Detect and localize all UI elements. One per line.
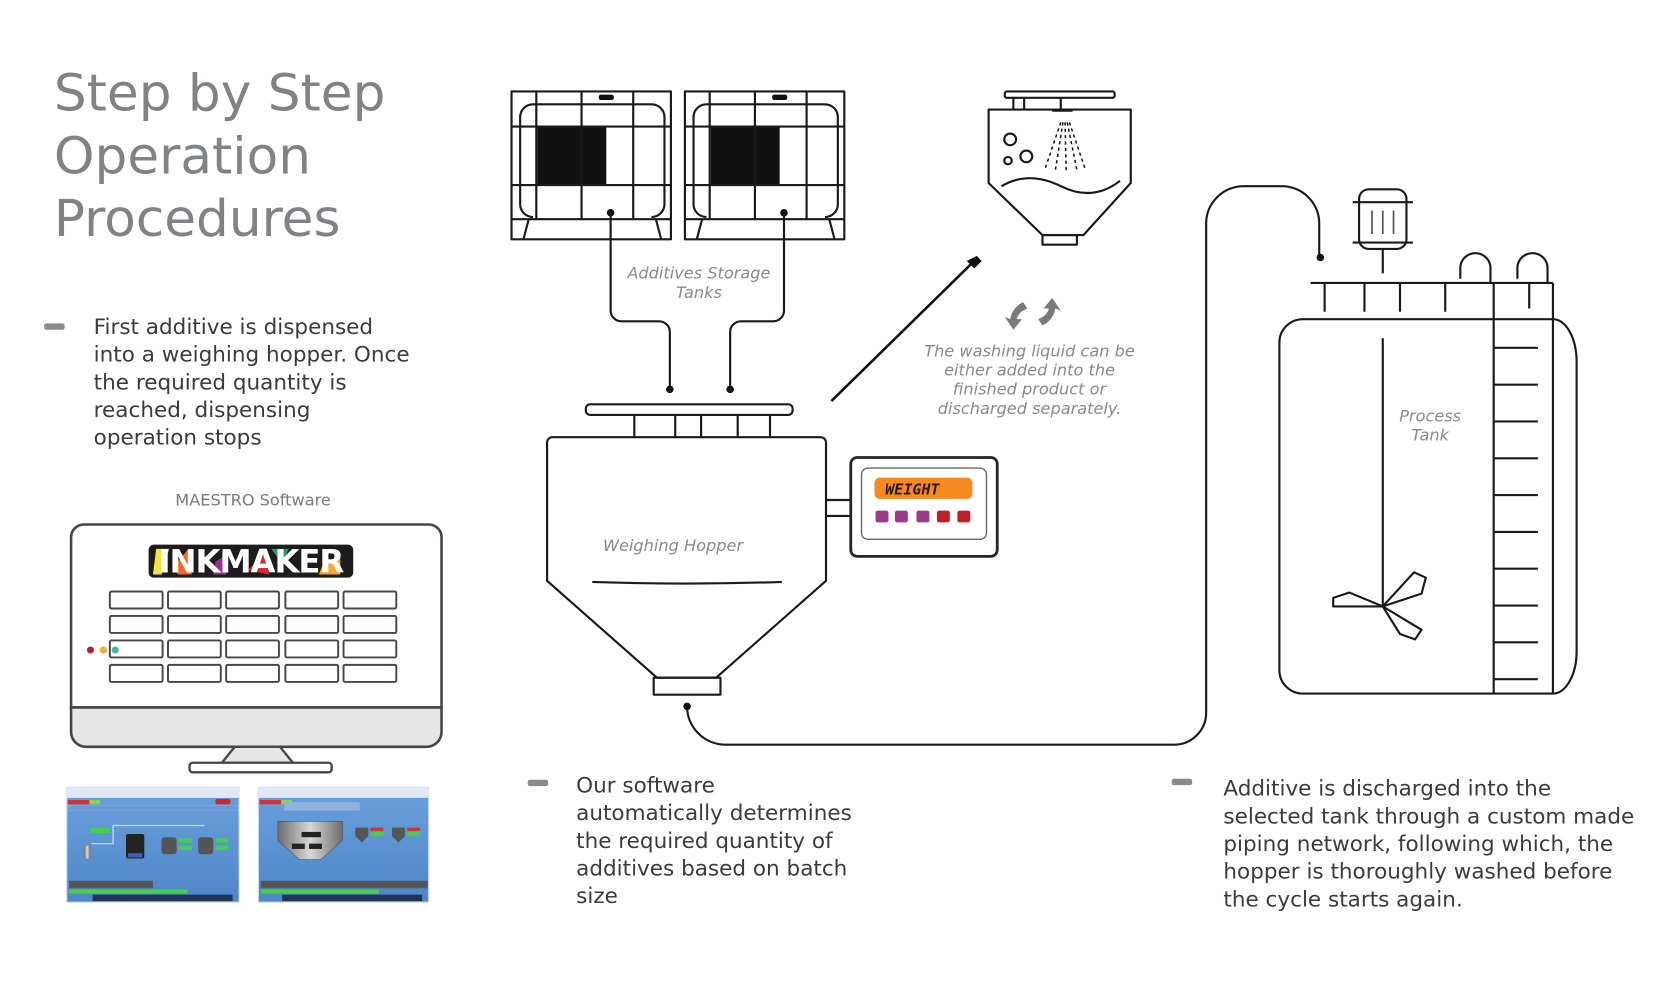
washing-note: The washing liquid can be either added i… xyxy=(924,341,1135,417)
note-line: The washing liquid can be xyxy=(924,341,1135,360)
label-line: Additives Storage xyxy=(626,264,770,283)
page-title: Step by Step Operation Procedures xyxy=(54,64,386,249)
monitor-stand xyxy=(188,761,333,774)
step-2: Our software automatically determines th… xyxy=(527,774,852,909)
process-tank-label: Process xyxy=(1399,406,1462,425)
step-2-line: automatically determines xyxy=(576,801,852,826)
label-line: Tanks xyxy=(676,283,723,302)
title-line-3: Procedures xyxy=(54,189,341,249)
weight-display xyxy=(874,477,973,499)
title-line-2: Operation xyxy=(54,127,311,187)
monitor-field xyxy=(284,663,340,683)
step-3: Additive is discharged into the selected… xyxy=(1171,777,1634,912)
recycle-arrows-icon xyxy=(1004,297,1061,330)
monitor-field xyxy=(284,590,340,610)
monitor-field xyxy=(225,663,280,683)
weight-indicator: WEIGHT xyxy=(826,456,999,558)
status-dot-red xyxy=(86,646,95,654)
scale-button[interactable] xyxy=(894,510,908,523)
title-line-1: Step by Step xyxy=(54,64,386,124)
monitor-field xyxy=(225,639,280,659)
maestro-software-monitor: MAESTRO Software INKMAKER xyxy=(69,490,443,774)
step-3-line: selected tank through a custom made xyxy=(1223,805,1634,830)
note-line: either added into the xyxy=(944,361,1115,380)
status-dot-teal xyxy=(111,646,119,654)
step-1-line: reached, dispensing xyxy=(94,398,311,423)
bullet-dash xyxy=(527,779,549,787)
storage-tanks-label: Additives Storage Tanks xyxy=(626,264,770,302)
step-3-line: piping network, following which, the xyxy=(1223,832,1613,857)
note-line: finished product or xyxy=(953,380,1108,399)
bullet-dash xyxy=(44,323,65,330)
monitor-bezel xyxy=(69,706,443,749)
status-dot-yellow xyxy=(99,646,107,654)
software-screenshot-1[interactable] xyxy=(66,786,240,903)
monitor-field xyxy=(108,663,164,683)
monitor-field xyxy=(225,590,280,610)
monitor-field xyxy=(167,590,222,610)
weighing-hopper-label: Weighing Hopper xyxy=(603,536,744,555)
status-dots xyxy=(86,646,119,654)
monitor-field xyxy=(167,639,222,659)
discharge-pipe xyxy=(683,185,1325,746)
scale-button[interactable] xyxy=(875,510,889,523)
note-line: discharged separately. xyxy=(938,399,1122,418)
monitor-field xyxy=(342,663,398,683)
monitor-field xyxy=(342,639,398,659)
monitor-field xyxy=(284,639,340,659)
level-rungs xyxy=(1493,346,1538,681)
inkmaker-logo: INKMAKER xyxy=(148,543,354,581)
step-2-line: Our software xyxy=(576,774,715,799)
monitor-field-grid xyxy=(108,590,398,683)
monitor-field xyxy=(167,615,222,634)
feed-pipes xyxy=(609,212,786,394)
step-2-line: additives based on batch xyxy=(576,857,847,882)
step-1: First additive is dispensed into a weigh… xyxy=(44,315,410,451)
process-tank: Process Tank xyxy=(1278,188,1578,695)
storage-tank-2 xyxy=(683,90,846,241)
washing-hopper xyxy=(987,90,1132,246)
monitor-field xyxy=(108,639,164,659)
monitor-field xyxy=(167,663,222,683)
step-3-line: the cycle starts again. xyxy=(1223,887,1462,912)
step-3-line: Additive is discharged into the xyxy=(1223,777,1551,802)
weight-display-text: WEIGHT xyxy=(885,481,940,499)
diagonal-arrow-icon xyxy=(830,260,975,402)
weighing-hopper: Weighing Hopper xyxy=(546,403,828,696)
monitor-field xyxy=(342,615,398,634)
logo-text: INKMAKER xyxy=(159,543,345,581)
software-caption: MAESTRO Software xyxy=(175,490,331,509)
step-2-line: the required quantity of xyxy=(576,829,833,854)
monitor-field xyxy=(225,615,280,634)
step-2-line: size xyxy=(576,884,618,909)
monitor-field xyxy=(284,615,340,634)
process-tank-label: Tank xyxy=(1411,426,1449,445)
bullet-dash xyxy=(1171,778,1193,786)
step-1-line: First additive is dispensed xyxy=(94,315,373,340)
step-1-line: the required quantity is xyxy=(94,370,347,395)
scale-button[interactable] xyxy=(936,510,950,523)
step-3-line: hopper is thoroughly washed before xyxy=(1223,860,1612,885)
step-1-line: operation stops xyxy=(94,426,262,451)
monitor-field xyxy=(108,590,164,610)
monitor-neck xyxy=(219,745,296,764)
software-screenshot-2[interactable] xyxy=(257,786,430,903)
scale-button[interactable] xyxy=(916,510,930,523)
storage-tank-1 xyxy=(510,90,672,241)
monitor-field xyxy=(342,590,398,610)
step-1-line: into a weighing hopper. Once xyxy=(94,343,410,368)
scale-button[interactable] xyxy=(957,510,971,523)
monitor-field xyxy=(108,615,164,634)
